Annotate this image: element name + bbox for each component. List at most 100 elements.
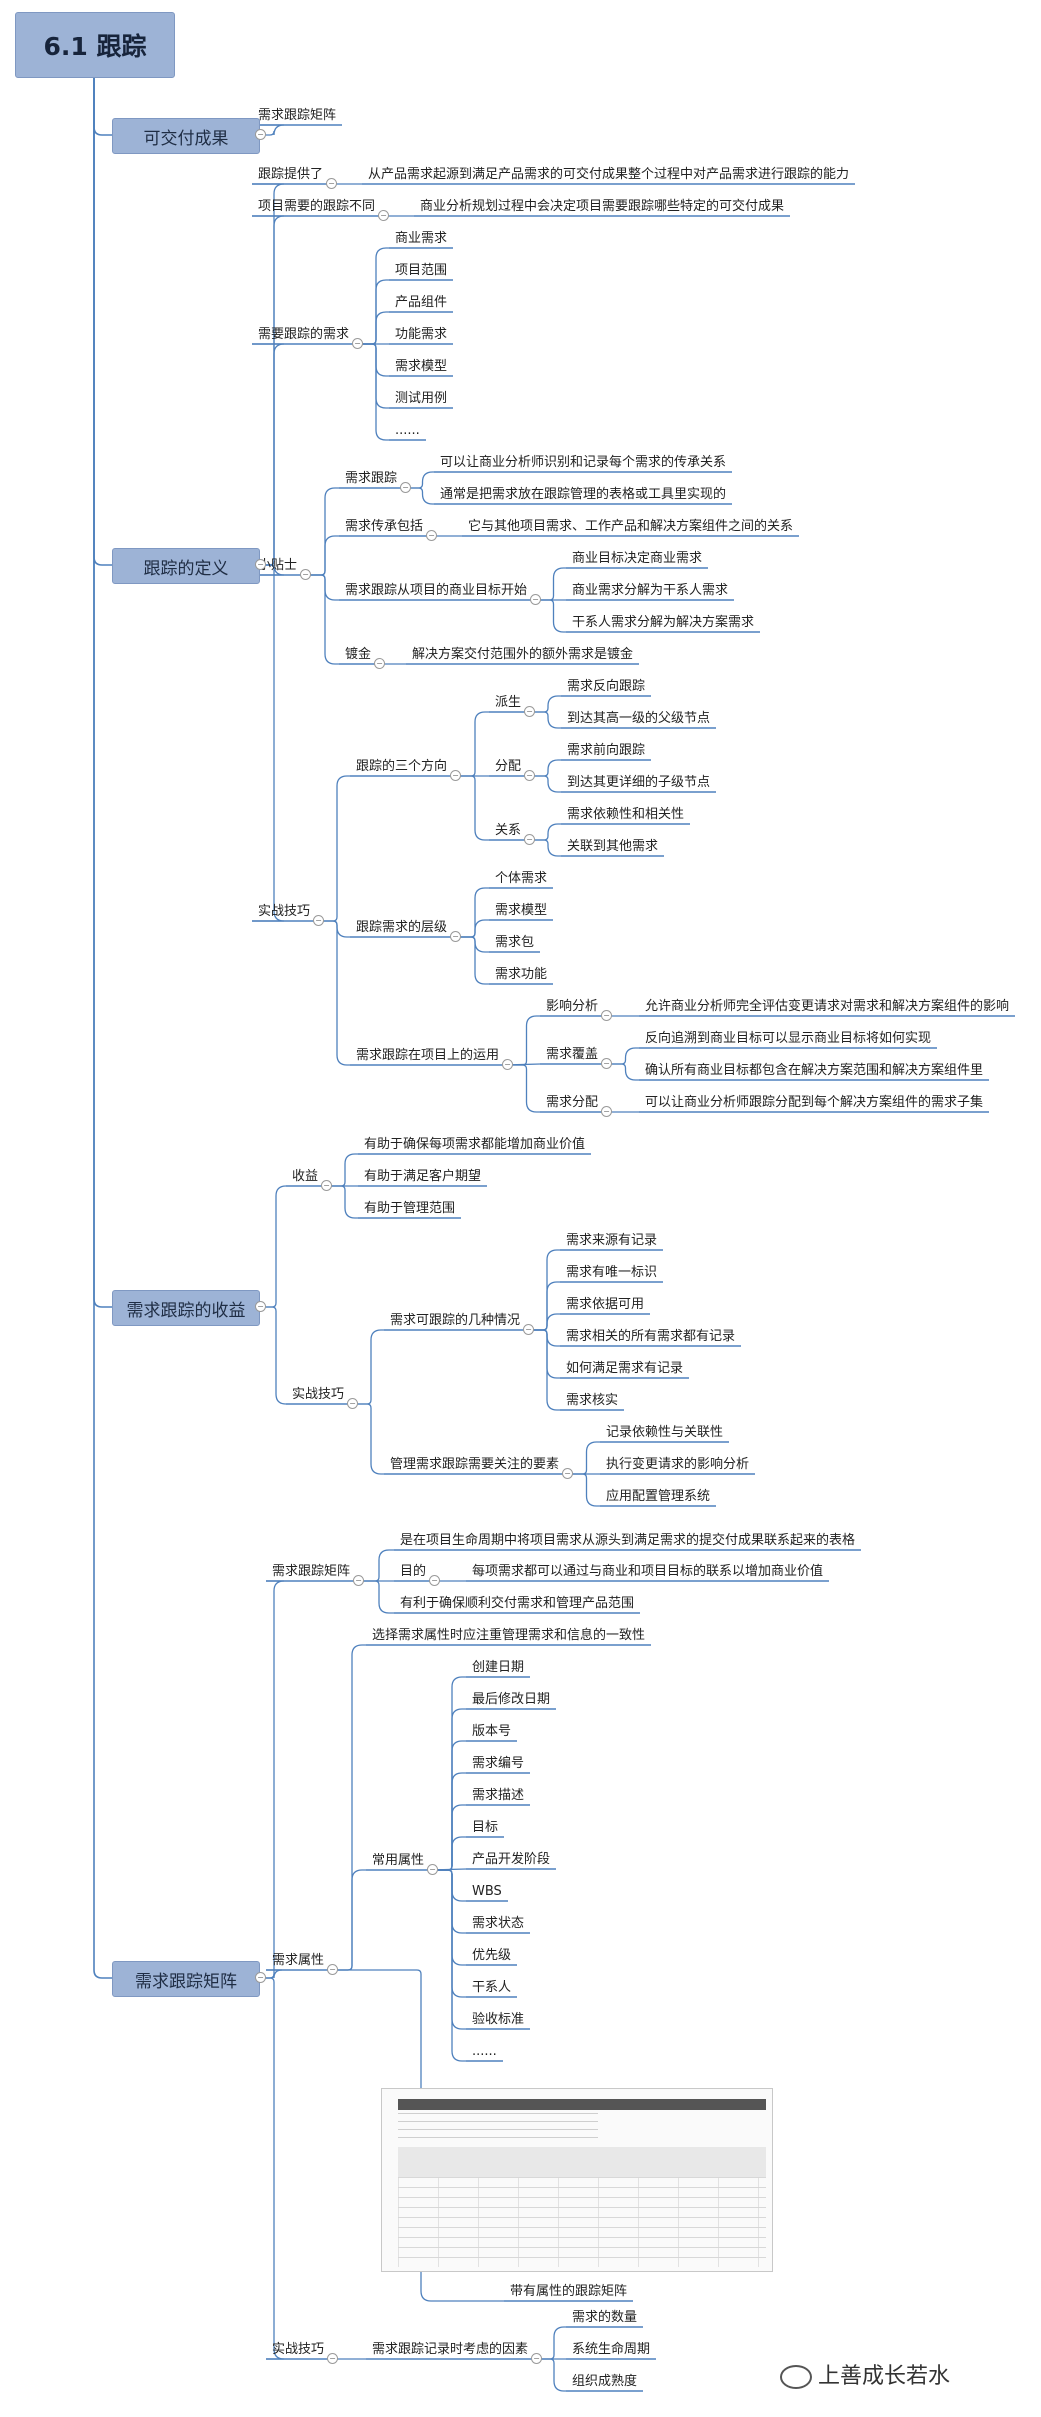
node-b1-4-2-2[interactable]: 需求分配 [546,1095,599,1110]
collapse-toggle-icon[interactable]: − [313,915,324,926]
node-b1-4-1-0[interactable]: 个体需求 [495,871,548,886]
node-b1-4-1-3[interactable]: 需求功能 [495,967,548,982]
collapse-toggle-icon[interactable]: − [352,338,363,349]
node-b1-1[interactable]: 项目需要的跟踪不同 [258,199,376,214]
collapse-toggle-icon[interactable]: − [601,1010,612,1021]
collapse-toggle-icon[interactable]: − [347,1398,358,1409]
node-b1-4-0-0-1[interactable]: 到达其高一级的父级节点 [567,711,711,726]
node-b1-4-2-0[interactable]: 影响分析 [546,999,599,1014]
node-b1-3[interactable]: 小贴士 [258,558,298,573]
node-b3-2-0-0[interactable]: 需求的数量 [572,2310,638,2325]
collapse-toggle-icon[interactable]: − [524,706,535,717]
collapse-toggle-icon[interactable]: − [378,210,389,221]
node-b1-2-5[interactable]: 测试用例 [395,391,448,406]
collapse-toggle-icon[interactable]: − [300,569,311,580]
collapse-toggle-icon[interactable]: − [327,1964,338,1975]
node-b1-3-0-1[interactable]: 通常是把需求放在跟踪管理的表格或工具里实现的 [440,487,727,502]
node-b1-4-2-1-1[interactable]: 确认所有商业目标都包含在解决方案范围和解决方案组件里 [645,1063,984,1078]
node-b1-4-1[interactable]: 跟踪需求的层级 [356,920,448,935]
node-b1-4-0-2[interactable]: 关系 [495,823,522,838]
collapse-toggle-icon[interactable]: − [524,770,535,781]
node-b3-1-1-7[interactable]: WBS [472,1884,502,1899]
node-b2-1-0-0[interactable]: 需求来源有记录 [566,1233,658,1248]
collapse-toggle-icon[interactable]: − [321,1180,332,1191]
node-b3-1-1-0[interactable]: 创建日期 [472,1660,525,1675]
node-b3-1-1-2[interactable]: 版本号 [472,1724,512,1739]
collapse-toggle-icon[interactable]: − [562,1468,573,1479]
node-b1-4-0-1-0[interactable]: 需求前向跟踪 [567,743,646,758]
collapse-toggle-icon[interactable]: − [523,1324,534,1335]
node-b3-1-0[interactable]: 选择需求属性时应注重管理需求和信息的一致性 [372,1628,646,1643]
node-b1-4-0-2-0[interactable]: 需求依赖性和相关性 [567,807,685,822]
node-b3-0-2[interactable]: 有利于确保顺利交付需求和管理产品范围 [400,1596,635,1611]
collapse-toggle-icon[interactable]: − [255,1972,266,1983]
node-b2-1-0-4[interactable]: 如何满足需求有记录 [566,1361,684,1376]
collapse-toggle-icon[interactable]: − [255,559,266,570]
node-b2-1[interactable]: 实战技巧 [292,1387,345,1402]
node-b1-4-2-1-0[interactable]: 反向追溯到商业目标可以显示商业目标将如何实现 [645,1031,932,1046]
collapse-toggle-icon[interactable]: − [502,1059,513,1070]
collapse-toggle-icon[interactable]: − [400,482,411,493]
node-b1-3-2[interactable]: 需求跟踪从项目的商业目标开始 [345,583,528,598]
node-b1-4-0-2-1[interactable]: 关联到其他需求 [567,839,659,854]
node-b2-1-1-1[interactable]: 执行变更请求的影响分析 [606,1457,750,1472]
node-b3-0-0[interactable]: 是在项目生命周期中将项目需求从源头到满足需求的提交付成果联系起来的表格 [400,1533,856,1548]
node-b1-3-3-0[interactable]: 解决方案交付范围外的额外需求是镀金 [412,647,634,662]
node-b3-2-0[interactable]: 需求跟踪记录时考虑的因素 [372,2342,529,2357]
node-b1-2-6[interactable]: ...... [395,423,420,438]
node-b1-2-0[interactable]: 商业需求 [395,231,448,246]
node-b1-2-3[interactable]: 功能需求 [395,327,448,342]
node-b3-1-1-11[interactable]: 验收标准 [472,2012,525,2027]
collapse-toggle-icon[interactable]: − [530,594,541,605]
node-b1-2-2[interactable]: 产品组件 [395,295,448,310]
collapse-toggle-icon[interactable]: − [426,530,437,541]
branch-b0[interactable]: 可交付成果 [112,118,260,154]
node-b1-4-0-0-0[interactable]: 需求反向跟踪 [567,679,646,694]
node-b3-1-1-8[interactable]: 需求状态 [472,1916,525,1931]
node-b2-0-0[interactable]: 有助于确保每项需求都能增加商业价值 [364,1137,586,1152]
node-b1-0[interactable]: 跟踪提供了 [258,167,324,182]
node-b1-4-0[interactable]: 跟踪的三个方向 [356,759,448,774]
node-b1-3-0[interactable]: 需求跟踪 [345,471,398,486]
node-b3-2-0-1[interactable]: 系统生命周期 [572,2342,651,2357]
node-b1-3-1-0[interactable]: 它与其他项目需求、工作产品和解决方案组件之间的关系 [468,519,794,534]
node-b1-3-2-0[interactable]: 商业目标决定商业需求 [572,551,703,566]
branch-b1[interactable]: 跟踪的定义 [112,548,260,584]
node-b1-4-0-1-1[interactable]: 到达其更详细的子级节点 [567,775,711,790]
collapse-toggle-icon[interactable]: − [374,658,385,669]
collapse-toggle-icon[interactable]: − [427,1864,438,1875]
node-b3-1-2[interactable]: 带有属性的跟踪矩阵 [510,2284,628,2299]
node-b2-1-0[interactable]: 需求可跟踪的几种情况 [390,1313,521,1328]
node-b3-0-1[interactable]: 目的 [400,1564,427,1579]
node-b1-2-4[interactable]: 需求模型 [395,359,448,374]
node-b2-1-1[interactable]: 管理需求跟踪需要关注的要素 [390,1457,560,1472]
node-b2-0-1[interactable]: 有助于满足客户期望 [364,1169,482,1184]
node-b3-2[interactable]: 实战技巧 [272,2342,325,2357]
node-b1-3-2-2[interactable]: 干系人需求分解为解决方案需求 [572,615,755,630]
node-b1-2[interactable]: 需要跟踪的需求 [258,327,350,342]
node-b3-1-1-12[interactable]: ...... [472,2044,497,2059]
collapse-toggle-icon[interactable]: − [601,1058,612,1069]
node-b3-2-0-2[interactable]: 组织成熟度 [572,2374,638,2389]
node-b3-1-1-4[interactable]: 需求描述 [472,1788,525,1803]
node-b1-4-2-1[interactable]: 需求覆盖 [546,1047,599,1062]
node-b1-3-0-0[interactable]: 可以让商业分析师识别和记录每个需求的传承关系 [440,455,727,470]
node-b3-1-1-6[interactable]: 产品开发阶段 [472,1852,551,1867]
node-b3-1-1-1[interactable]: 最后修改日期 [472,1692,551,1707]
node-b3-1-1[interactable]: 常用属性 [372,1853,425,1868]
node-b1-4-1-2[interactable]: 需求包 [495,935,535,950]
node-b1-4-0-1[interactable]: 分配 [495,759,522,774]
collapse-toggle-icon[interactable]: − [255,129,266,140]
node-b2-1-0-1[interactable]: 需求有唯一标识 [566,1265,658,1280]
node-b3-1-1-9[interactable]: 优先级 [472,1948,512,1963]
collapse-toggle-icon[interactable]: − [450,931,461,942]
branch-b3[interactable]: 需求跟踪矩阵 [112,1961,260,1997]
node-b2-1-1-2[interactable]: 应用配置管理系统 [606,1489,711,1504]
collapse-toggle-icon[interactable]: − [429,1575,440,1586]
node-b2-1-0-3[interactable]: 需求相关的所有需求都有记录 [566,1329,736,1344]
node-b1-4-2[interactable]: 需求跟踪在项目上的运用 [356,1048,500,1063]
node-b1-3-1[interactable]: 需求传承包括 [345,519,424,534]
collapse-toggle-icon[interactable]: − [353,1575,364,1586]
node-b3-1-1-3[interactable]: 需求编号 [472,1756,525,1771]
node-b3-1[interactable]: 需求属性 [272,1953,325,1968]
